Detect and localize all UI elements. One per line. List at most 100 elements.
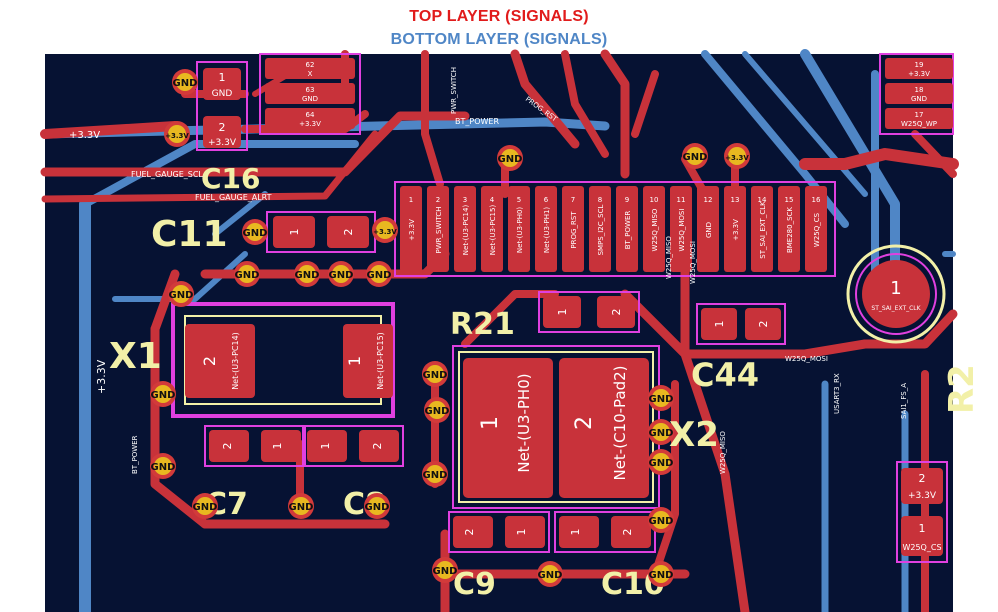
cap-w25q-cs[interactable]: 2 +3.3V 1 W25Q_CS <box>896 461 948 563</box>
pad-num: 1 <box>219 71 226 84</box>
testpoint-st-sai-ext-clk[interactable]: 1 ST_SAI_EXT_CLK <box>846 244 946 344</box>
via: GND <box>150 381 176 407</box>
cap-c-top-left[interactable]: 1 GND 2 +3.3V <box>196 61 248 151</box>
connector-pin-number: 3 <box>463 196 467 204</box>
via: GND <box>294 261 320 287</box>
connector-pin-13[interactable]: 13+3.3V <box>724 186 746 272</box>
x1-pad2-net: Net-(U3-PC14) <box>231 332 240 390</box>
connector-pin-1[interactable]: 1+3.3V <box>400 186 422 272</box>
right-pin-number: 17 <box>915 111 924 119</box>
via-drill <box>298 265 316 283</box>
connector-pin-net: W25Q_MOSI <box>678 209 686 252</box>
top-pin-64: 64+3.3V <box>265 108 355 129</box>
pad-num: 2 <box>757 321 770 328</box>
via: GND <box>424 397 450 423</box>
via: GND <box>648 385 674 411</box>
cap-courtyard <box>896 461 948 563</box>
pad-num: 2 <box>200 356 219 366</box>
connector-pin-pad <box>724 186 746 272</box>
pad-2 <box>611 516 651 548</box>
via-drill <box>238 265 256 283</box>
cap-c7[interactable]: 2 1 <box>204 425 306 467</box>
connector-pin-number: 1 <box>409 196 413 204</box>
testpoint-silk <box>846 244 946 344</box>
pad-1 <box>901 516 943 556</box>
connector-pin-net: BME280_SCK <box>786 207 794 253</box>
crystal-x1[interactable]: 2 Net-(U3-PC14) 1 Net-(U3-PC15) <box>171 302 395 418</box>
connector-pin-pad <box>535 186 557 272</box>
pad-num: 1 <box>271 443 284 450</box>
pad-num: 1 <box>556 309 569 316</box>
pad-num: 1 <box>919 522 926 535</box>
pad-num: 2 <box>919 472 926 485</box>
via-net-label: GND <box>538 570 563 581</box>
pad-1 <box>701 308 737 340</box>
net-label-pwr-switch: PWR_SWITCH <box>450 67 458 114</box>
pad-net: +3.3V <box>208 138 237 148</box>
trace-left-ring-top <box>150 269 180 334</box>
cap-c44[interactable]: 1 2 <box>696 303 786 345</box>
x2-pad-1 <box>463 358 553 498</box>
via-drill <box>368 497 386 515</box>
connector-pin-net: BT_POWER <box>624 211 632 250</box>
via-drill <box>196 497 214 515</box>
top-layer-traces <box>40 49 959 612</box>
pad-num: 1 <box>478 416 503 430</box>
via-net-label: GND <box>243 228 268 239</box>
via-drill <box>172 285 190 303</box>
pad-num: 2 <box>621 529 634 536</box>
connector-pin-number: 8 <box>598 196 602 204</box>
connector-pin-pad <box>616 186 638 272</box>
pad-2 <box>203 116 241 148</box>
connector-pin-net: ST_SAI_EXT_CLK <box>759 201 767 259</box>
via-drill <box>436 561 454 579</box>
pad-num: 2 <box>219 121 226 134</box>
layer-legend: TOP LAYER (SIGNALS) BOTTOM LAYER (SIGNAL… <box>0 0 998 54</box>
resistor-r21[interactable]: 1 2 <box>538 291 640 333</box>
pad-num: 2 <box>610 309 623 316</box>
via-drill <box>168 125 186 143</box>
net-label-w25q-miso: W25Q_MISO <box>719 431 727 474</box>
testpoint-courtyard <box>855 253 937 335</box>
cap-c10[interactable]: 1 2 <box>554 511 656 553</box>
pcb-layout-svg[interactable]: 1+3.3V2PWR_SWITCH3Net-(U3-PC14)4Net-(U3-… <box>40 49 982 612</box>
connector-pin-pad <box>589 186 611 272</box>
cap-courtyard <box>554 511 656 553</box>
connector-u3[interactable]: 1+3.3V2PWR_SWITCH3Net-(U3-PC14)4Net-(U3-… <box>394 181 836 277</box>
top-pin-number: 62 <box>306 61 315 69</box>
cap-c8[interactable]: 1 2 <box>302 425 404 467</box>
crystal-x2[interactable]: 1 Net-(U3-PH0) 2 Net-(C10-Pad2) <box>452 345 660 509</box>
cap-c9[interactable]: 2 1 <box>448 511 550 553</box>
top-pin-number: 64 <box>306 111 315 119</box>
trace-x2-gnd <box>651 380 679 578</box>
connector-pin-net: W25Q_MISO <box>651 208 659 251</box>
via-net-label: GND <box>683 152 708 163</box>
via-net-label: GND <box>235 270 260 281</box>
via-net-label: GND <box>433 566 458 577</box>
connector-pin-9[interactable]: 9BT_POWER <box>616 186 638 272</box>
cap-c11[interactable]: 1 2 <box>266 211 376 253</box>
trace-fuel-gauge-scl <box>40 111 470 177</box>
via-drill <box>652 565 670 583</box>
via: +3.3V <box>724 143 750 169</box>
cap-courtyard <box>448 511 550 553</box>
pad-2 <box>597 296 635 328</box>
designator-c11: C11 <box>151 214 228 255</box>
